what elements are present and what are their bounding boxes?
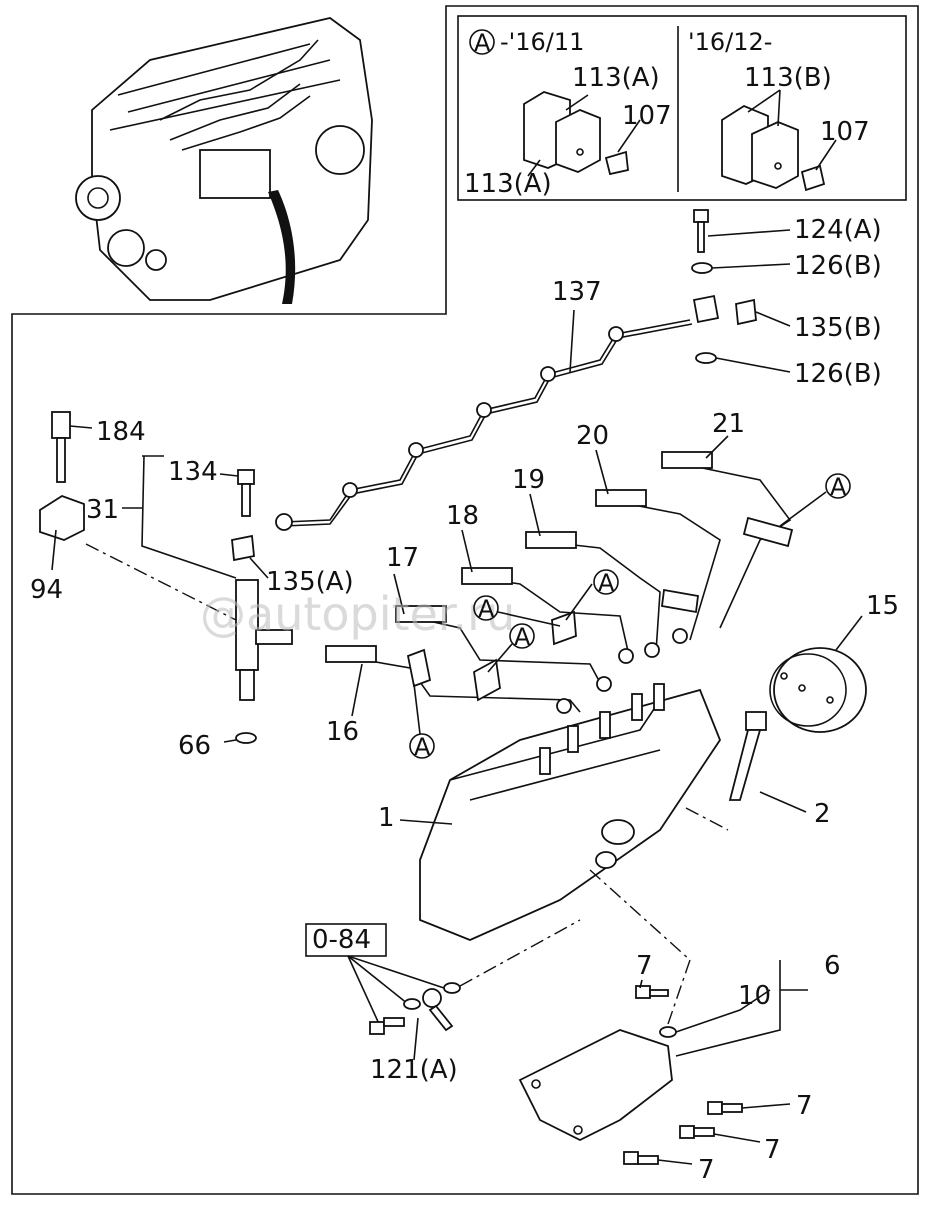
spacer-113a-illustration <box>523 91 641 177</box>
variant-a-marker-circle <box>469 29 495 55</box>
watermark: @autopiter.ru <box>200 587 515 641</box>
label-107-right: 107 <box>820 117 870 147</box>
label-15: 15 <box>866 591 899 621</box>
marker-a-3: A <box>478 595 495 623</box>
marker-a-4: A <box>514 623 531 651</box>
bolt-134 <box>219 469 255 517</box>
label-113a-bottom: 113(A) <box>464 169 552 199</box>
label-124a: 124(A) <box>794 215 882 245</box>
bolt-7b <box>707 1101 791 1115</box>
label-66: 66 <box>178 731 211 761</box>
label-7-top: 7 <box>636 951 653 981</box>
variant-a-marker: A <box>474 29 491 57</box>
marker-a-5: A <box>414 733 431 761</box>
pointer-arrow <box>268 190 296 304</box>
bolt-124a <box>693 209 791 253</box>
label-135b: 135(B) <box>794 313 882 343</box>
label-134: 134 <box>168 457 218 487</box>
overview-frame <box>11 5 919 1195</box>
bracket-6 <box>518 1029 673 1142</box>
engine-overview-illustration <box>75 17 373 304</box>
bolt-7c <box>679 1125 761 1143</box>
label-21: 21 <box>712 409 745 439</box>
bolt-7d <box>623 1151 693 1165</box>
label-1: 1 <box>378 803 395 833</box>
label-31: 31 <box>86 495 119 525</box>
label-113a-top: 113(A) <box>572 63 660 93</box>
clamp-94 <box>39 495 85 571</box>
stud-184 <box>51 411 93 483</box>
label-94: 94 <box>30 575 63 605</box>
eye-bolt-121a <box>369 982 461 1061</box>
label-10: 10 <box>738 981 771 1011</box>
label-18: 18 <box>446 501 479 531</box>
washer-126b-top <box>691 262 713 274</box>
label-19: 19 <box>512 465 545 495</box>
injection-pump-1 <box>399 683 722 941</box>
label-126b-top: 126(B) <box>794 251 882 281</box>
label-20: 20 <box>576 421 609 451</box>
bolt-2 <box>728 711 807 813</box>
injection-pipes <box>325 451 794 714</box>
bolt-7a <box>635 979 669 999</box>
washer-10 <box>659 1026 677 1038</box>
variant-box <box>457 15 907 201</box>
variant-a-range: -'16/11 <box>500 28 584 56</box>
label-135a: 135(A) <box>266 567 354 597</box>
washer-126b-bottom <box>695 352 717 364</box>
label-2: 2 <box>814 799 831 829</box>
label-084: 0-84 <box>312 925 371 955</box>
label-121a: 121(A) <box>370 1055 458 1085</box>
injector-nozzle-31 <box>235 579 293 701</box>
marker-a-1: A <box>830 473 847 501</box>
clip-135a <box>231 534 255 562</box>
label-137: 137 <box>552 277 602 307</box>
label-126b-bottom: 126(B) <box>794 359 882 389</box>
label-6: 6 <box>824 951 841 981</box>
note-box-084 <box>305 923 387 957</box>
label-16: 16 <box>326 717 359 747</box>
label-17: 17 <box>386 543 419 573</box>
clip-135b <box>692 294 791 327</box>
label-184: 184 <box>96 417 146 447</box>
variant-b-range: '16/12- <box>688 28 772 56</box>
marker-a-2: A <box>598 569 615 597</box>
washer-66 <box>235 732 257 744</box>
spacer-113b-illustration <box>721 89 837 192</box>
drive-gear-15 <box>769 615 867 733</box>
label-7-mid: 7 <box>796 1091 813 1121</box>
label-113b: 113(B) <box>744 63 832 93</box>
label-7-bottom: 7 <box>698 1155 715 1185</box>
label-7-low: 7 <box>764 1135 781 1165</box>
label-107-left: 107 <box>622 101 672 131</box>
